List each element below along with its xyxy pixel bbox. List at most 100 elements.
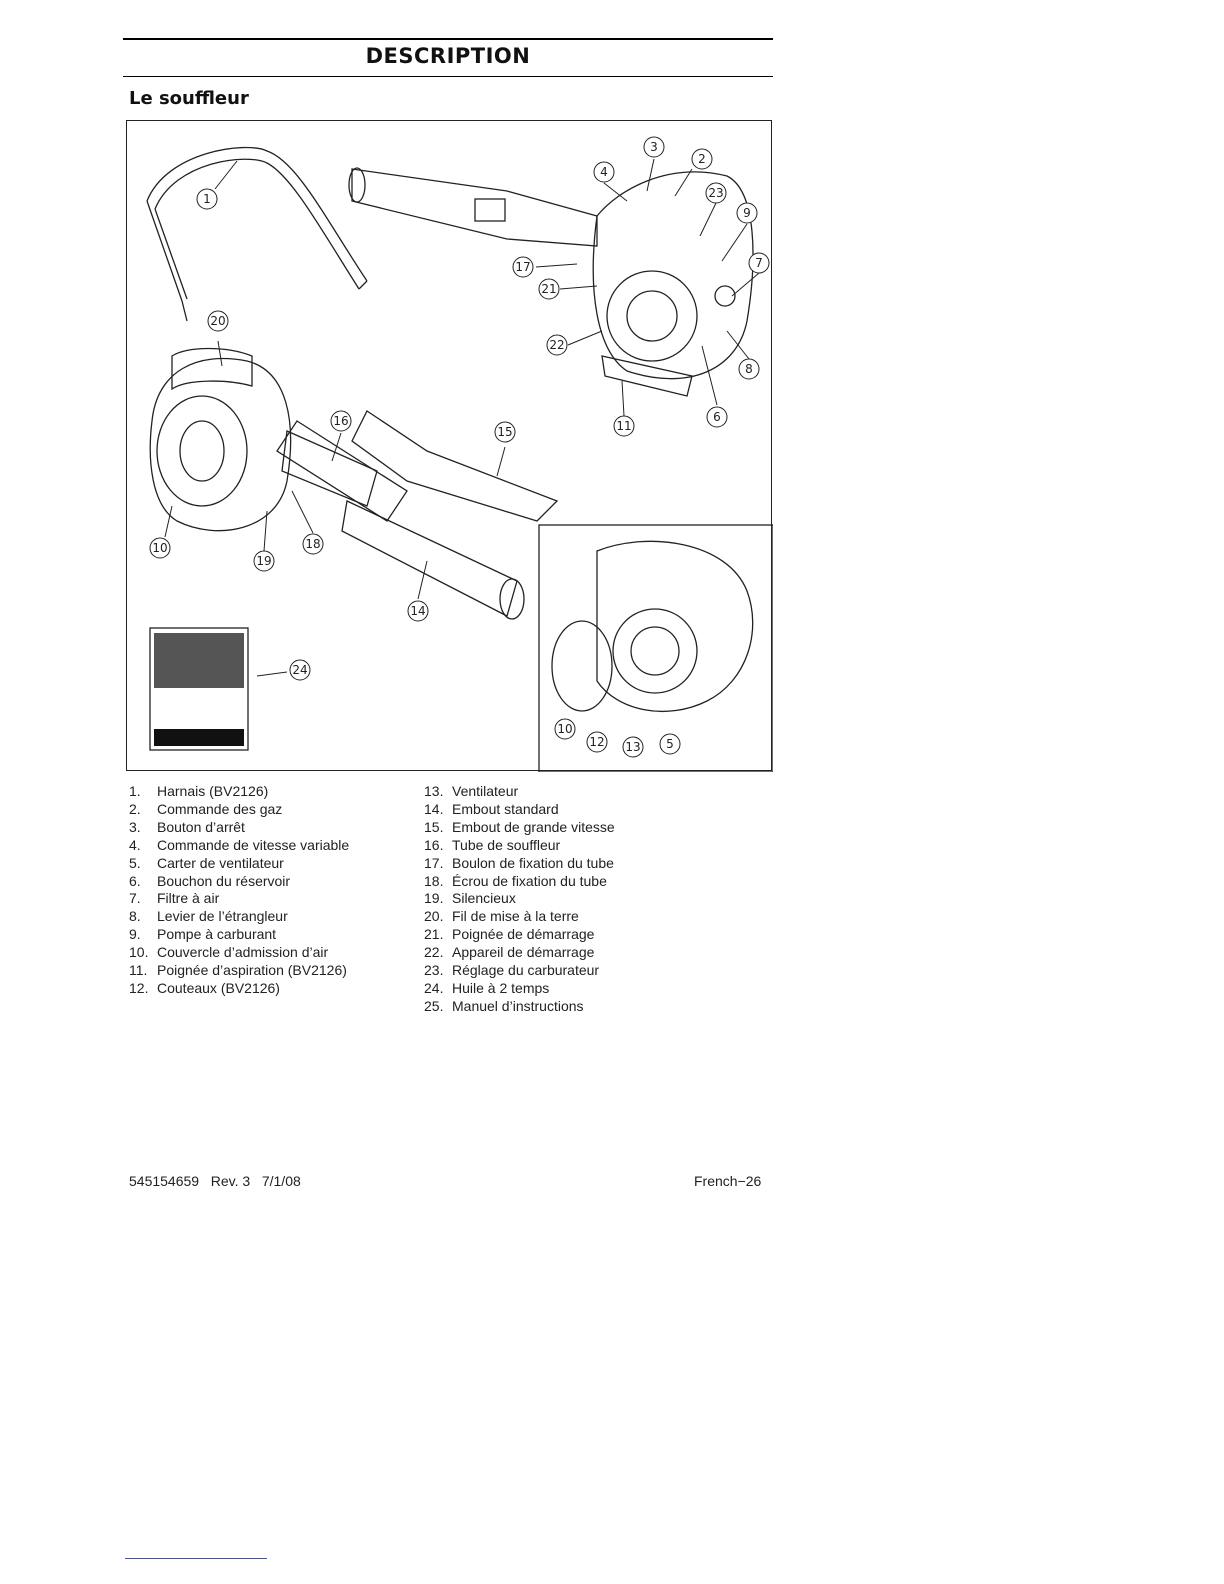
parts-list-item: 25.Manuel d’instructions (424, 998, 615, 1016)
part-label: Huile à 2 temps (452, 979, 550, 996)
part-label: Ventilateur (452, 783, 519, 799)
callout-20: 20 (210, 314, 225, 328)
part-number: 24. (424, 979, 444, 996)
header-top-rule (123, 38, 773, 40)
part-number: 25. (424, 997, 444, 1014)
part-label: Couteaux (BV2126) (157, 979, 280, 996)
part-number: 6. (129, 872, 141, 889)
part-number: 17. (424, 854, 444, 871)
parts-list-item: 18.Écrou de fixation du tube (424, 873, 615, 891)
part-label: Écrou de fixation du tube (452, 872, 607, 889)
parts-list-item: 3.Bouton d’arrêt (129, 819, 349, 837)
part-label: Levier de l’étrangleur (157, 908, 288, 925)
parts-list-item: 22.Appareil de démarrage (424, 944, 615, 962)
callout-21: 21 (541, 282, 556, 296)
part-number: 5. (129, 854, 141, 871)
callout-7: 7 (755, 256, 763, 270)
part-number: 9. (129, 926, 141, 943)
parts-list-item: 15. Embout de grande vitesse (424, 819, 615, 837)
callout-3: 3 (650, 140, 658, 154)
part-number: 1. (129, 783, 141, 799)
callout-19: 19 (256, 554, 271, 568)
blower-body-drawing (149, 347, 378, 532)
parts-list-item: 14. Embout standard (424, 801, 615, 819)
part-number: 7. (129, 890, 141, 907)
part-number: 19. (424, 890, 444, 907)
part-label: Tube de souffleur (452, 836, 561, 853)
callout-13: 13 (625, 740, 640, 754)
parts-list-item: 7. Filtre à air (129, 890, 349, 908)
part-number: 13. (424, 783, 444, 799)
part-label: Bouchon du réservoir (157, 872, 291, 889)
callout-9: 9 (743, 206, 751, 220)
part-label: Boulon de fixation du tube (452, 854, 614, 871)
oil-bottle-drawing (149, 627, 249, 751)
part-number: 11. (129, 962, 148, 979)
callout-16: 16 (333, 414, 348, 428)
parts-list-item: 17. Boulon de fixation du tube (424, 855, 615, 873)
page-title: DESCRIPTION (365, 44, 531, 68)
callout-23: 23 (708, 186, 723, 200)
part-number: 16. (424, 836, 444, 853)
part-label: Poignée d’aspiration (BV2126) (157, 962, 347, 979)
parts-list-item: 21. Poignée de démarrage (424, 926, 615, 944)
part-label: Harnais (BV2126) (157, 783, 269, 799)
part-number: 20. (424, 908, 444, 925)
part-label: Embout de grande vitesse (452, 818, 615, 835)
part-label: Pompe à carburant (157, 926, 277, 943)
parts-list-right: 13. Ventilateur 14. Embout standard 15. Embou… (424, 783, 615, 1016)
parts-list-item: 12. Couteaux (BV2126) (129, 980, 349, 998)
parts-list-item: 23. Réglage du carburateur (424, 962, 615, 980)
callout-6: 6 (713, 410, 721, 424)
engine-unit-drawing (592, 171, 754, 397)
part-label: Poignée de démarrage (452, 926, 595, 943)
part-label: Embout standard (452, 800, 559, 817)
part-label: Commande des gaz (157, 800, 283, 817)
part-number: 21. (424, 926, 444, 943)
parts-list-item: 8. Levier de l’étrangleur (129, 908, 349, 926)
callout-8: 8 (745, 362, 753, 376)
harness-drawing (146, 146, 368, 322)
part-number: 12. (129, 979, 149, 996)
part-label: Réglage du carburateur (452, 962, 600, 979)
callout-2: 2 (698, 152, 706, 166)
part-number: 14. (424, 800, 444, 817)
callout-4: 4 (600, 165, 608, 179)
callout-15: 15 (497, 425, 512, 439)
part-number: 15. (424, 818, 444, 835)
part-label: Couvercle d’admission d’air (157, 944, 329, 961)
part-label: Filtre à air (157, 890, 220, 907)
parts-list-item: 4. Commande de vitesse variable (129, 837, 349, 855)
part-number: 4. (129, 836, 141, 853)
mid-tubes-drawing (276, 410, 559, 620)
callout-14: 14 (410, 604, 425, 618)
part-label: Appareil de démarrage (452, 944, 595, 961)
parts-list-item: 16. Tube de souffleur (424, 837, 615, 855)
part-number: 8. (129, 908, 141, 925)
part-label: Silencieux (452, 890, 516, 907)
part-label: Fil de mise à la terre (452, 908, 579, 925)
parts-list-item: 24. Huile à 2 temps (424, 980, 615, 998)
parts-list-item: 13. Ventilateur (424, 783, 615, 801)
callout-11: 11 (616, 419, 631, 433)
callout-1: 1 (203, 192, 211, 206)
page-number: French−26 (694, 1173, 762, 1189)
parts-list-item: 20. Fil de mise à la terre (424, 908, 615, 926)
header-bottom-rule (123, 76, 773, 77)
parts-list-item: 2.Commande des gaz (129, 801, 349, 819)
callout-22: 22 (549, 338, 564, 352)
callout-18: 18 (305, 537, 320, 551)
callout-24: 24 (292, 663, 307, 677)
parts-list-item: 9. Pompe à carburant (129, 926, 349, 944)
callout-leaders (164, 158, 760, 677)
callout-numbers: 1 2 3 4 23 9 7 8 6 11 17 21 22 20 16 15 … (152, 140, 762, 754)
part-number: 23. (424, 962, 444, 979)
part-number: 3. (129, 818, 141, 835)
illustration-drawing: 1 2 3 4 23 9 7 8 6 11 17 21 22 20 16 15 … (146, 136, 773, 772)
doc-number: 545154659 Rev. 3 7/1/08 (129, 1173, 301, 1189)
blower-parts-illustration: 1 2 3 4 23 9 7 8 6 11 17 21 22 20 16 15 … (126, 120, 773, 772)
part-label: Commande de vitesse variable (157, 836, 350, 853)
parts-list-item: 1. Harnais (BV2126) (129, 783, 349, 801)
parts-list-item: 10.Couvercle d’admission d’air (129, 944, 349, 962)
